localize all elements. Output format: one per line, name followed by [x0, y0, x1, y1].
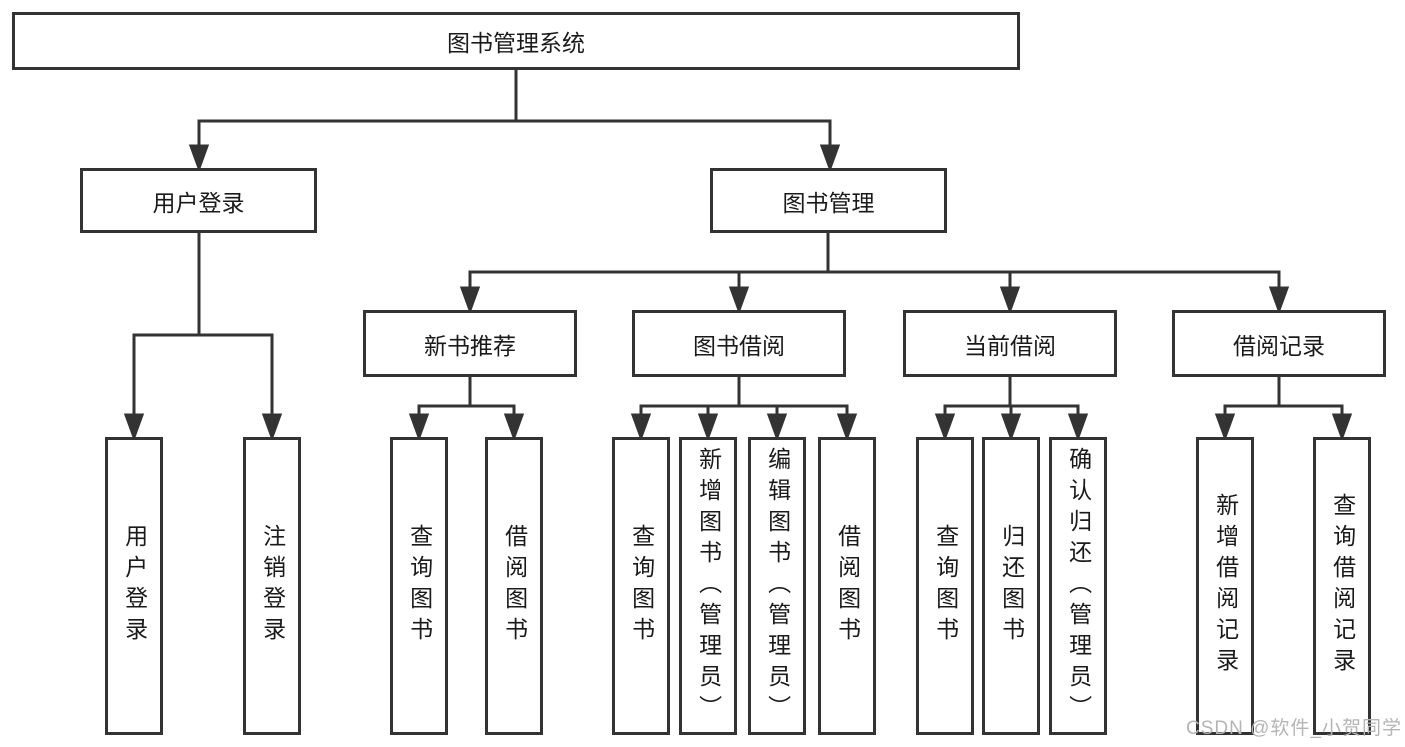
leaf-add-borrow-record: 新增借阅记录 — [1196, 437, 1254, 735]
node-label: 新增图书（管理员） — [695, 446, 722, 726]
arrowhead-icon — [836, 413, 858, 442]
node-label: 注销登录 — [259, 524, 286, 648]
connector-current-borrow-to-leaves — [934, 377, 1089, 442]
leaf-borrow-books-recommend: 借阅图书 — [485, 437, 543, 735]
leaf-logout: 注销登录 — [243, 437, 301, 735]
leaf-confirm-return-admin: 确认归还（管理员） — [1049, 437, 1107, 735]
node-label: 查询图书 — [406, 524, 433, 648]
arrowhead-icon — [934, 413, 956, 442]
node-label: 查询图书 — [932, 524, 959, 648]
node-label: 编辑图书（管理员） — [764, 446, 791, 726]
node-label: 图书借阅 — [693, 332, 785, 359]
csdn-watermark: CSDN @软件_小贺同学 — [1186, 718, 1402, 739]
arrowhead-icon — [999, 286, 1021, 315]
leaf-add-books-admin: 新增图书（管理员） — [679, 437, 737, 735]
node-label: 新增借阅记录 — [1212, 493, 1239, 679]
leaf-return-books: 归还图书 — [982, 437, 1040, 735]
node-book-borrow: 图书借阅 — [632, 310, 846, 377]
node-label: 图书管理 — [782, 189, 875, 216]
arrowhead-icon — [1000, 413, 1022, 442]
connector-borrow-records-to-leaves — [1214, 377, 1353, 442]
node-current-borrow: 当前借阅 — [903, 310, 1117, 377]
leaf-query-books-current: 查询图书 — [916, 437, 974, 735]
leaf-user-login: 用户登录 — [105, 437, 163, 735]
arrowhead-icon — [1331, 413, 1353, 442]
node-label: 图书管理系统 — [447, 30, 585, 56]
leaf-query-books-borrow: 查询图书 — [612, 437, 670, 735]
connector-new-book-recommend-to-leaves — [408, 377, 525, 442]
arrowhead-icon — [408, 413, 430, 442]
arrowhead-icon — [819, 144, 841, 173]
arrowhead-icon — [766, 413, 788, 442]
node-book-management: 图书管理 — [710, 168, 947, 233]
arrowhead-icon — [188, 144, 210, 173]
node-label: 查询图书 — [628, 524, 655, 648]
node-label: 借阅记录 — [1233, 332, 1325, 359]
node-label: 借阅图书 — [834, 524, 861, 648]
leaf-borrow-books: 借阅图书 — [818, 437, 876, 735]
arrowhead-icon — [503, 413, 525, 442]
connector-root-to-level2 — [188, 70, 841, 173]
connector-user-login-to-leaves — [123, 233, 283, 442]
connector-book-management-to-level3 — [459, 233, 1290, 315]
node-new-book-recommend: 新书推荐 — [363, 310, 577, 377]
node-label: 归还图书 — [998, 524, 1025, 648]
arrowhead-icon — [1268, 286, 1290, 315]
node-label: 新书推荐 — [424, 332, 516, 359]
node-label: 用户登录 — [121, 524, 148, 648]
node-borrow-records: 借阅记录 — [1172, 310, 1386, 377]
arrowhead-icon — [123, 413, 145, 442]
node-label: 借阅图书 — [501, 524, 528, 648]
arrowhead-icon — [630, 413, 652, 442]
connector-book-borrow-to-leaves — [630, 377, 858, 442]
arrowhead-icon — [459, 286, 481, 315]
leaf-query-books-recommend: 查询图书 — [390, 437, 448, 735]
node-label: 当前借阅 — [964, 332, 1056, 359]
arrowhead-icon — [728, 286, 750, 315]
node-library-management-system: 图书管理系统 — [12, 12, 1020, 70]
leaf-edit-books-admin: 编辑图书（管理员） — [748, 437, 806, 735]
arrowhead-icon — [697, 413, 719, 442]
leaf-query-borrow-record: 查询借阅记录 — [1313, 437, 1371, 735]
node-label: 查询借阅记录 — [1329, 493, 1356, 679]
arrowhead-icon — [261, 413, 283, 442]
node-user-login: 用户登录 — [80, 168, 317, 233]
node-label: 确认归还（管理员） — [1065, 446, 1092, 726]
node-label: 用户登录 — [152, 189, 245, 216]
arrowhead-icon — [1067, 413, 1089, 442]
arrowhead-icon — [1214, 413, 1236, 442]
